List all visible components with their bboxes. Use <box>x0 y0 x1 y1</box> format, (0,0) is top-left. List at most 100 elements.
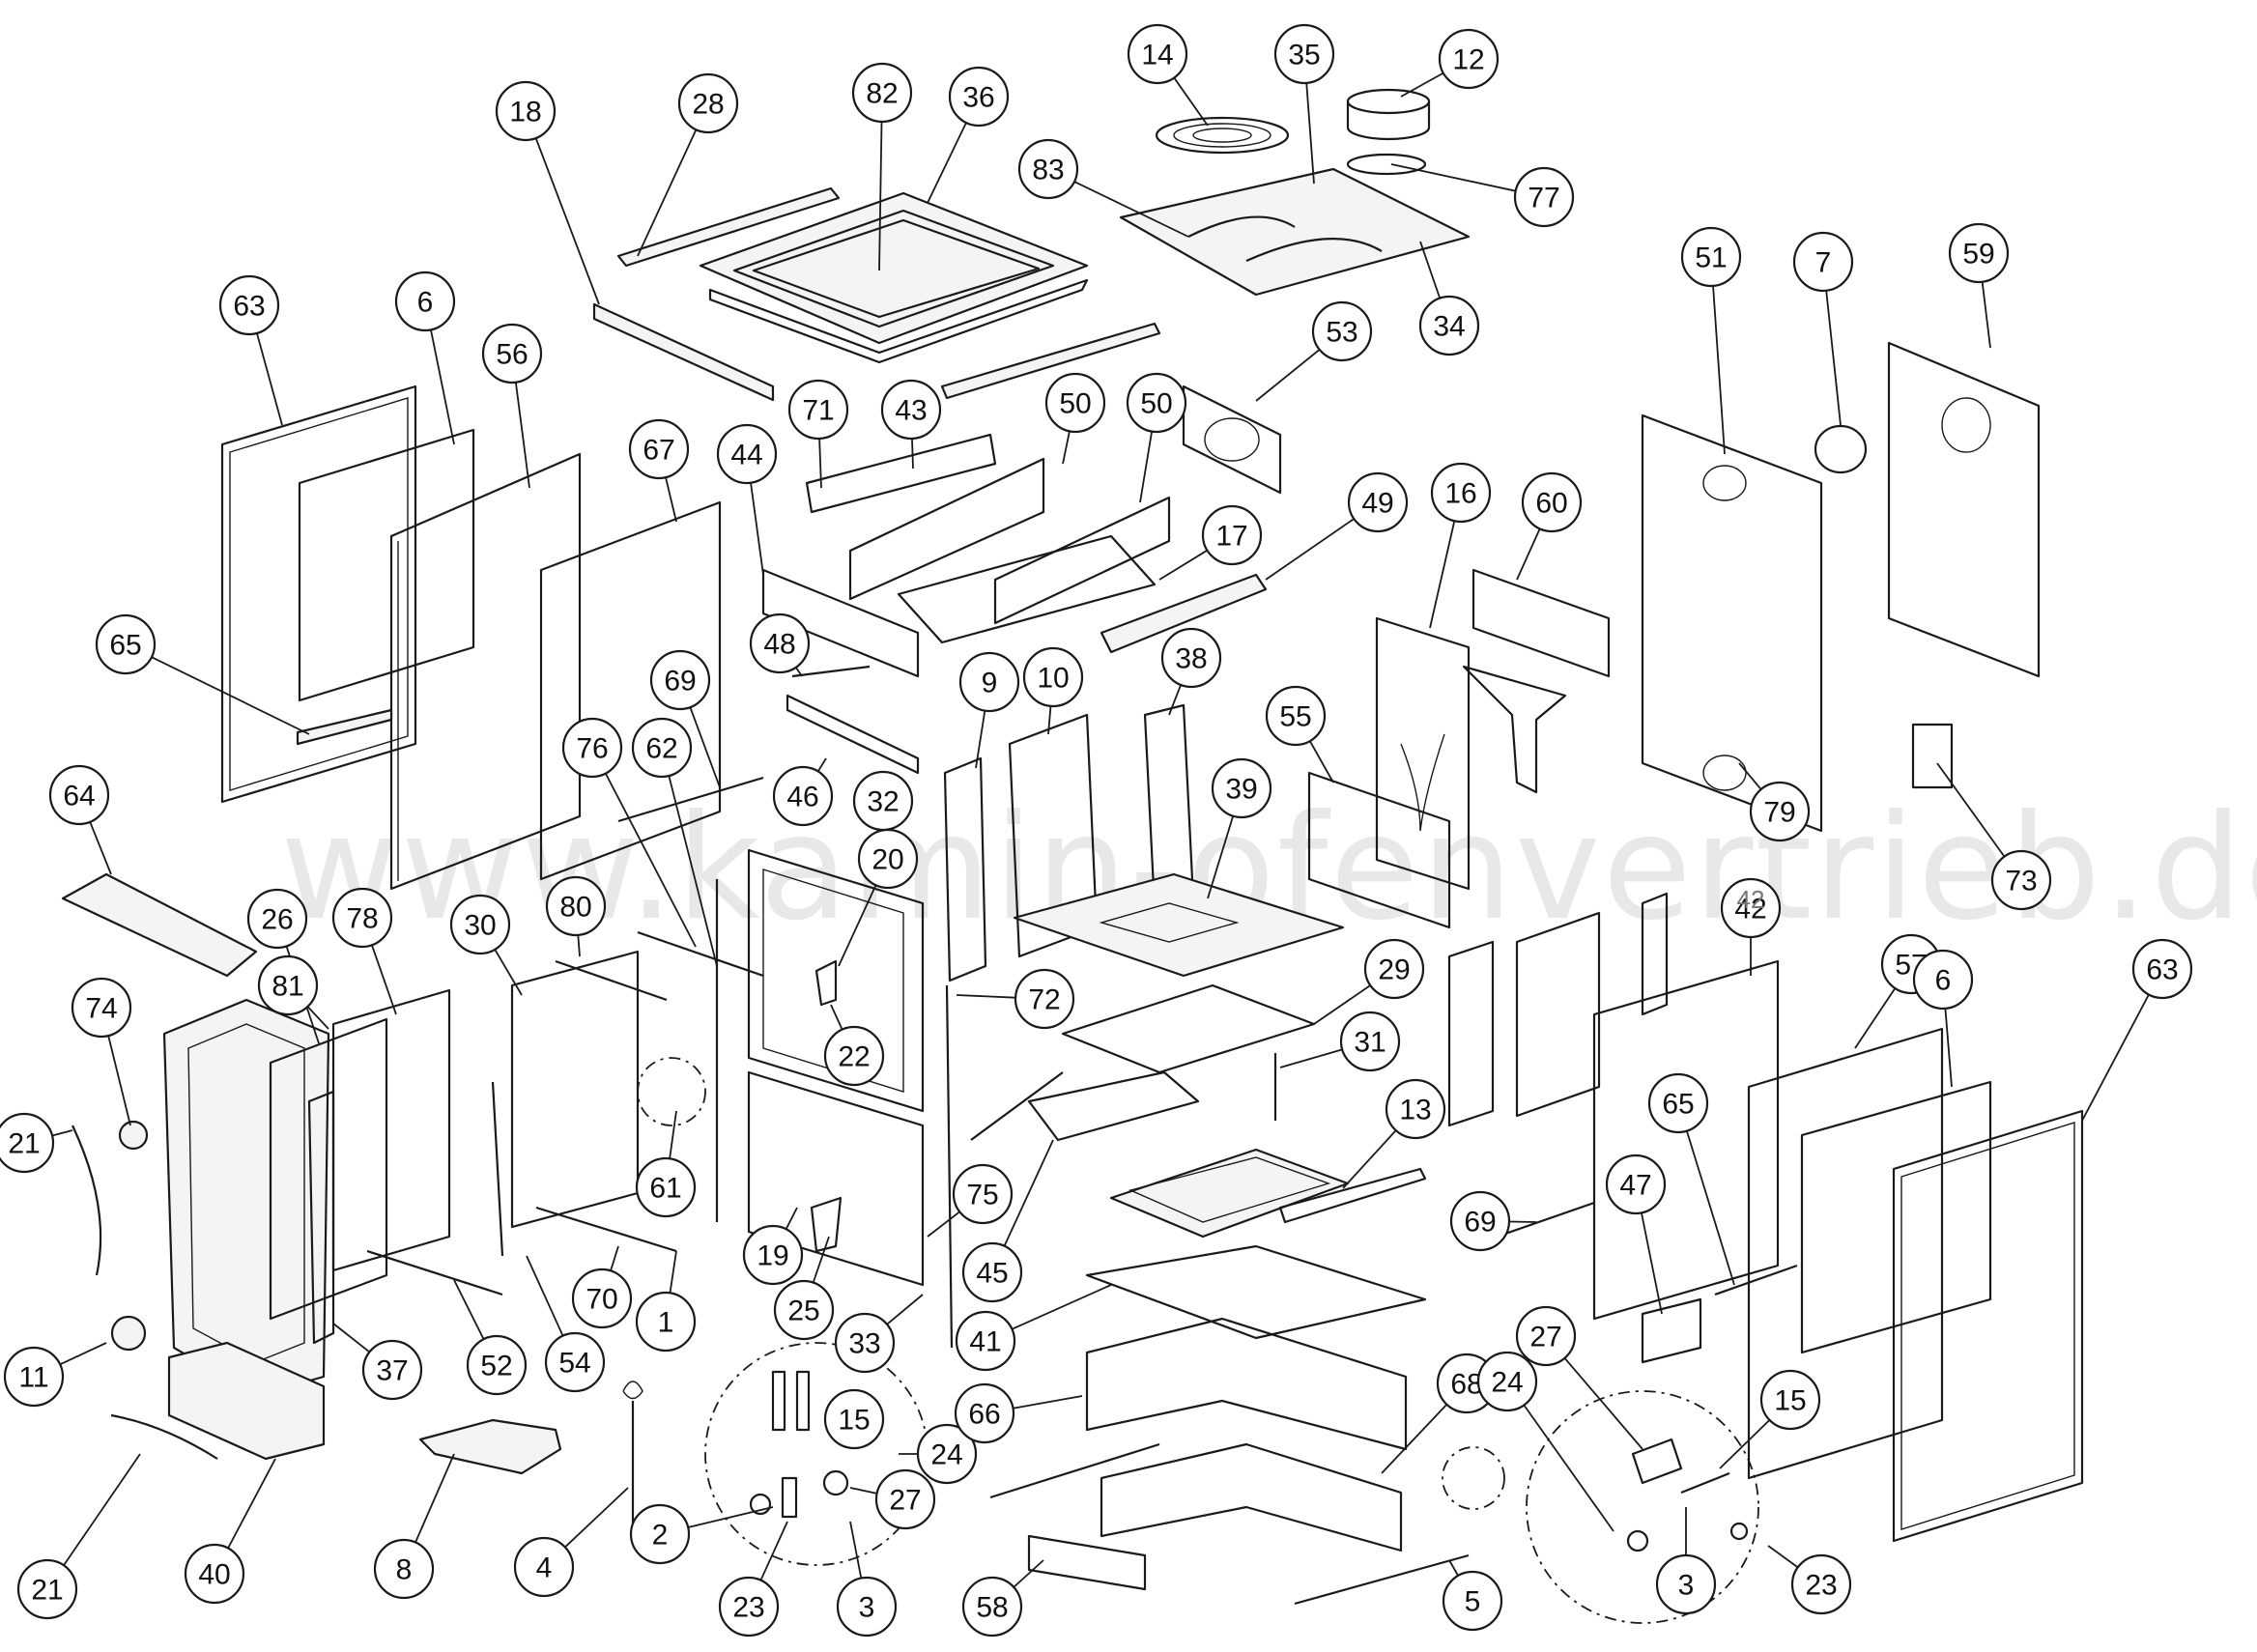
callout-number: 45 <box>976 1258 1008 1290</box>
callout-24: 24 <box>1476 1351 1614 1532</box>
part-40-ash-door <box>167 1341 326 1461</box>
callout-circle <box>1211 757 1272 819</box>
leader-line <box>256 332 283 426</box>
leader-line <box>927 122 967 204</box>
leader-line <box>816 757 827 772</box>
part-58-drawer-front-bracket <box>1027 1534 1147 1591</box>
callout-number: 28 <box>692 89 724 121</box>
callout-number: 34 <box>1433 311 1465 343</box>
callout-51: 51 <box>1680 226 1742 455</box>
leader-line <box>669 1250 677 1294</box>
part-18-top-front-rail <box>592 302 775 402</box>
leader-line <box>1168 684 1182 716</box>
part-79-shaped-plate <box>1462 665 1567 794</box>
callout-number: 38 <box>1175 643 1207 675</box>
leader-line <box>306 1006 329 1030</box>
leader-line <box>665 476 677 523</box>
leader-line <box>1073 181 1189 238</box>
part-71-top-side-rail <box>940 322 1161 400</box>
callout-number: 64 <box>63 781 95 812</box>
part-25-catch <box>810 1196 843 1253</box>
callout-circle <box>635 1156 697 1218</box>
leader-line <box>534 137 600 305</box>
callout-number: 69 <box>1464 1207 1496 1239</box>
callout-circle <box>466 1334 528 1396</box>
part-34-cooking-plate <box>1119 167 1471 297</box>
leader-line <box>849 1487 877 1495</box>
leader-line <box>849 1521 863 1579</box>
callout-circle <box>1014 968 1075 1030</box>
callout-circle <box>823 1388 885 1450</box>
callout-number: 76 <box>576 733 608 765</box>
leader-line <box>107 1035 131 1126</box>
callout-22: 22 <box>823 1004 885 1087</box>
callout-circle <box>545 875 607 937</box>
leader-line <box>1173 77 1209 127</box>
part-53-rear-bracket <box>1182 385 1282 495</box>
callout-circle <box>1127 23 1188 85</box>
callout-number: 54 <box>558 1348 590 1380</box>
leader-line <box>371 945 397 1015</box>
leader-line <box>610 1245 619 1271</box>
callout-circle <box>561 717 623 779</box>
callout-number: 29 <box>1378 954 1410 986</box>
callout-43: 43 <box>880 379 942 470</box>
part-47-vent-plate <box>1641 1297 1702 1364</box>
callout-33: 33 <box>834 1294 924 1374</box>
callout-circle <box>631 717 693 779</box>
part-right-brick-a <box>1447 940 1495 1127</box>
part-29-lever <box>970 1071 1064 1141</box>
callout-circle <box>1792 231 1854 293</box>
leader-line <box>1047 705 1052 735</box>
callout-53: 53 <box>1255 300 1373 402</box>
callout-circle <box>834 1312 896 1374</box>
leader-line <box>669 1110 677 1159</box>
callout-number: 21 <box>8 1128 40 1160</box>
callout-circle <box>495 80 557 142</box>
callout-number: 75 <box>966 1180 998 1211</box>
leader-line <box>89 821 112 875</box>
callout-67: 67 <box>628 418 690 523</box>
callout-69: 69 <box>649 649 721 788</box>
callout-20: 20 <box>838 828 919 967</box>
callout-number: 53 <box>1326 317 1357 349</box>
part-6-right-insulation <box>1800 1080 1992 1354</box>
leader-line <box>1158 549 1208 581</box>
callout-number: 10 <box>1037 663 1069 695</box>
callout-40: 40 <box>184 1458 276 1605</box>
leader-line <box>453 1279 485 1340</box>
callout-number: 43 <box>895 395 927 427</box>
leader-line <box>1305 82 1315 185</box>
callout-number: 21 <box>31 1575 63 1607</box>
leader-line <box>1279 1048 1343 1068</box>
part-48-air-bar <box>791 665 871 678</box>
callout-circle <box>257 954 319 1016</box>
callout-29: 29 <box>1313 938 1425 1025</box>
callout-number: 33 <box>848 1328 880 1360</box>
callout-71: 71 <box>787 379 849 489</box>
callout-54: 54 <box>526 1255 606 1393</box>
callout-circle <box>1273 23 1335 85</box>
callout-circle <box>0 1112 55 1174</box>
callout-circle <box>1647 1072 1709 1134</box>
callout-circle <box>1339 1011 1401 1072</box>
callout-number: 80 <box>559 892 591 924</box>
callout-35: 35 <box>1273 23 1335 185</box>
part-50-firebrick-a <box>848 457 1045 601</box>
callout-circle <box>952 1163 1014 1225</box>
callout-circle <box>1655 1553 1717 1615</box>
callout-21: 21 <box>0 1112 73 1174</box>
callout-66: 66 <box>954 1382 1083 1444</box>
callout-circle <box>1126 372 1187 434</box>
leader-line <box>687 1506 774 1528</box>
callout-circle <box>95 613 157 675</box>
leader-line <box>1448 1559 1459 1577</box>
callout-number: 27 <box>889 1485 921 1517</box>
leader-line <box>577 934 581 957</box>
callout-3: 3 <box>836 1521 898 1638</box>
callout-circle <box>1476 1351 1538 1412</box>
leader-line <box>1390 163 1516 192</box>
callout-circle <box>958 651 1020 713</box>
callout-circle <box>718 1576 780 1638</box>
